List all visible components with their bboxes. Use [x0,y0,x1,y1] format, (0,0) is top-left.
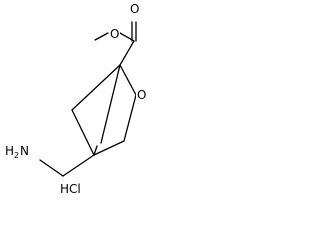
bicyclic-ring-system [71,64,137,156]
aminomethyl-group [39,154,95,177]
bond-bridge-back [100,64,121,144]
hydrochloride-salt-label: HCl [60,182,81,196]
bond-ch2-to-amine [39,159,64,177]
bond-carbonyl-to-bridgehead [119,40,135,66]
bond-bridgehead-to-ch2 [62,154,95,177]
bond-methylene-to-bridgehead-bottom [93,140,125,156]
ester-oxygen-label: O [110,27,119,41]
carbonyl-oxygen-label: O [130,2,139,16]
amine-subscript-label: 2 [14,151,19,160]
bond-left-methylene-lower [71,109,95,156]
ring-oxygen-label: O [137,88,146,102]
bond-left-methylene-upper [71,64,121,111]
bond-bridge-front [93,145,98,156]
methyl-ester-group [94,21,137,66]
amine-nitrogen-label: N [20,144,29,158]
bond-methyl-to-ester-oxygen [94,32,109,41]
chemical-structure-drawing: O O O H 2 N HCl [3,2,147,196]
amine-hydrogen-label: H [5,144,14,158]
amine-label: H 2 N [3,144,39,160]
bond-ring-oxygen-to-methylene [123,94,137,142]
bond-bridgehead-to-ring-oxygen [119,64,137,96]
